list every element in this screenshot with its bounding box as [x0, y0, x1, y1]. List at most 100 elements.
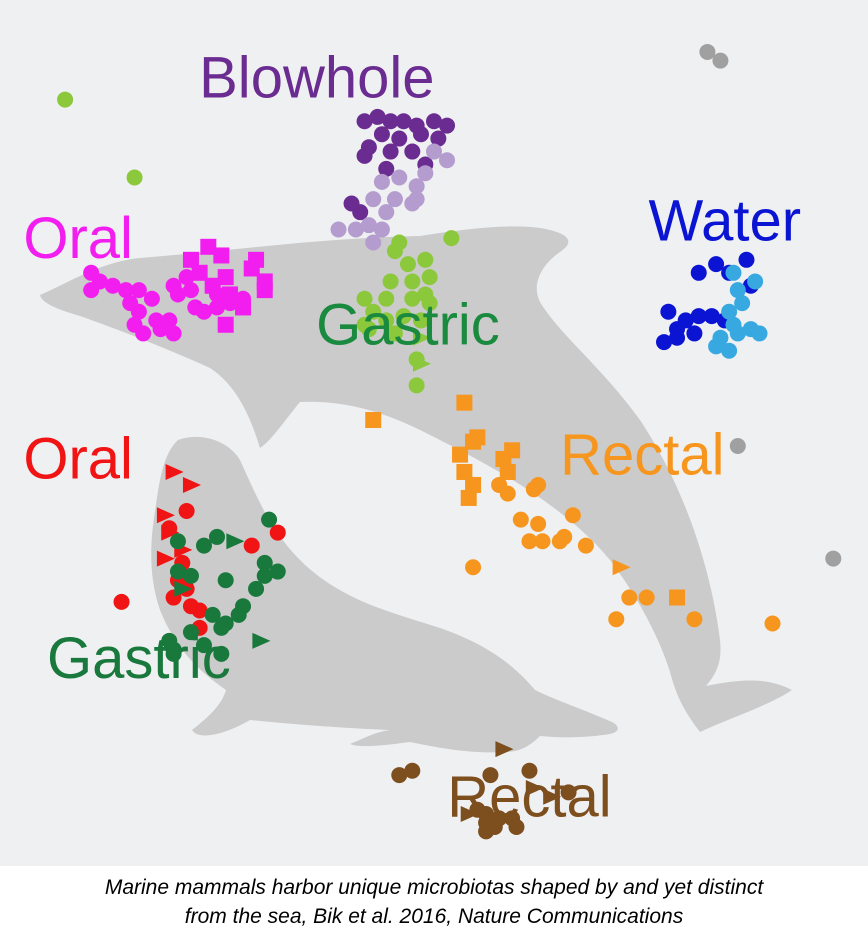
- data-point-4-2: [83, 282, 100, 299]
- data-point-16-2: [391, 767, 408, 784]
- data-point-13-7: [256, 567, 273, 584]
- data-point-9-10: [465, 559, 482, 576]
- data-point-3-1: [721, 303, 738, 320]
- data-point-12-9: [269, 524, 286, 541]
- data-point-6-1: [386, 243, 403, 260]
- data-point-10-0: [612, 559, 631, 576]
- data-point-13-15: [182, 624, 199, 641]
- data-point-6-22: [57, 91, 74, 108]
- data-point-1-14: [365, 234, 382, 251]
- data-point-5-1: [182, 251, 199, 268]
- data-point-6-15: [378, 312, 395, 329]
- data-point-5-6: [243, 260, 260, 277]
- data-point-14-2: [252, 632, 271, 649]
- data-point-0-1: [369, 108, 386, 125]
- data-point-13-2: [195, 537, 212, 554]
- data-point-9-13: [608, 611, 625, 628]
- data-point-6-9: [356, 290, 373, 307]
- group-label-4: Oral: [23, 427, 133, 492]
- data-point-1-4: [391, 169, 408, 186]
- data-point-12-7: [191, 602, 208, 619]
- data-point-9-5: [577, 537, 594, 554]
- data-point-11-1: [182, 476, 201, 493]
- data-point-4-3: [104, 277, 121, 294]
- data-point-17-0: [699, 43, 716, 60]
- data-point-9-6: [521, 533, 538, 550]
- data-point-3-6: [708, 338, 725, 355]
- data-point-5-2: [213, 247, 230, 264]
- data-point-6-12: [421, 295, 438, 312]
- data-point-0-5: [426, 113, 442, 130]
- data-point-1-1: [439, 152, 456, 169]
- data-point-2-5: [660, 303, 677, 320]
- data-point-13-5: [256, 554, 273, 571]
- data-point-11-2: [156, 507, 175, 524]
- data-point-13-3: [209, 528, 225, 545]
- data-point-16-0: [521, 762, 538, 779]
- data-point-13-16: [195, 637, 212, 654]
- data-point-13-6: [269, 563, 286, 580]
- data-point-8-4: [469, 429, 486, 446]
- data-point-8-6: [456, 463, 473, 480]
- data-point-6-2: [443, 230, 460, 247]
- data-point-9-3: [512, 511, 529, 528]
- data-point-1-9: [378, 204, 395, 221]
- data-point-12-8: [243, 537, 260, 554]
- data-point-5-11: [204, 277, 221, 294]
- data-point-13-14: [213, 619, 230, 636]
- data-point-0-3: [395, 113, 412, 130]
- group-label-5: Rectal: [560, 422, 724, 487]
- data-point-0-12: [382, 143, 399, 160]
- data-point-2-7: [690, 308, 707, 325]
- data-point-9-14: [686, 611, 703, 628]
- data-point-4-24: [126, 316, 143, 333]
- data-point-8-8: [499, 463, 516, 480]
- data-point-1-10: [360, 217, 377, 234]
- group-label-3: Gastric: [316, 292, 500, 357]
- data-point-6-7: [404, 273, 421, 290]
- data-point-3-4: [729, 325, 746, 342]
- data-point-0-13: [404, 143, 421, 160]
- data-point-9-9: [556, 528, 573, 545]
- data-point-4-18: [209, 299, 225, 316]
- data-point-0-18: [352, 204, 369, 221]
- data-point-0-6: [439, 117, 456, 134]
- data-point-15-3: [460, 806, 479, 823]
- dolphin-silhouette: [40, 226, 792, 732]
- figure-caption: Marine mammals harbor unique microbiotas…: [0, 866, 868, 936]
- data-point-6-3: [417, 251, 434, 268]
- data-point-16-1: [482, 767, 499, 784]
- data-point-6-17: [412, 312, 429, 329]
- data-point-9-15: [764, 615, 781, 632]
- data-point-1-7: [386, 191, 403, 208]
- data-point-8-9: [460, 489, 477, 506]
- data-point-5-8: [222, 286, 239, 303]
- group-label-0: Blowhole: [199, 46, 434, 111]
- data-point-16-11: [478, 823, 495, 840]
- data-point-1-3: [373, 173, 390, 190]
- data-point-1-12: [330, 221, 347, 238]
- data-point-1-5: [408, 178, 425, 195]
- data-point-1-6: [365, 191, 382, 208]
- data-point-8-0: [365, 412, 382, 429]
- data-point-6-10: [378, 290, 395, 307]
- data-point-6-4: [399, 256, 416, 273]
- group-label-7: Rectal: [447, 764, 611, 829]
- data-point-13-12: [204, 606, 221, 623]
- data-point-6-5: [421, 269, 438, 286]
- data-point-7-0: [412, 329, 431, 346]
- data-point-4-5: [130, 282, 147, 299]
- data-point-13-4: [182, 567, 199, 584]
- data-point-1-11: [347, 221, 364, 238]
- data-point-8-11: [495, 450, 512, 467]
- data-point-4-11: [182, 282, 199, 299]
- data-point-8-10: [669, 589, 686, 606]
- silhouettes: [40, 226, 792, 753]
- data-point-15-1: [525, 780, 544, 797]
- caption-line-2: from the sea, Bik et al. 2016, Nature Co…: [184, 905, 684, 928]
- data-point-11-0: [165, 463, 184, 480]
- data-point-9-2: [564, 507, 581, 524]
- group-label-1: Water: [649, 188, 802, 253]
